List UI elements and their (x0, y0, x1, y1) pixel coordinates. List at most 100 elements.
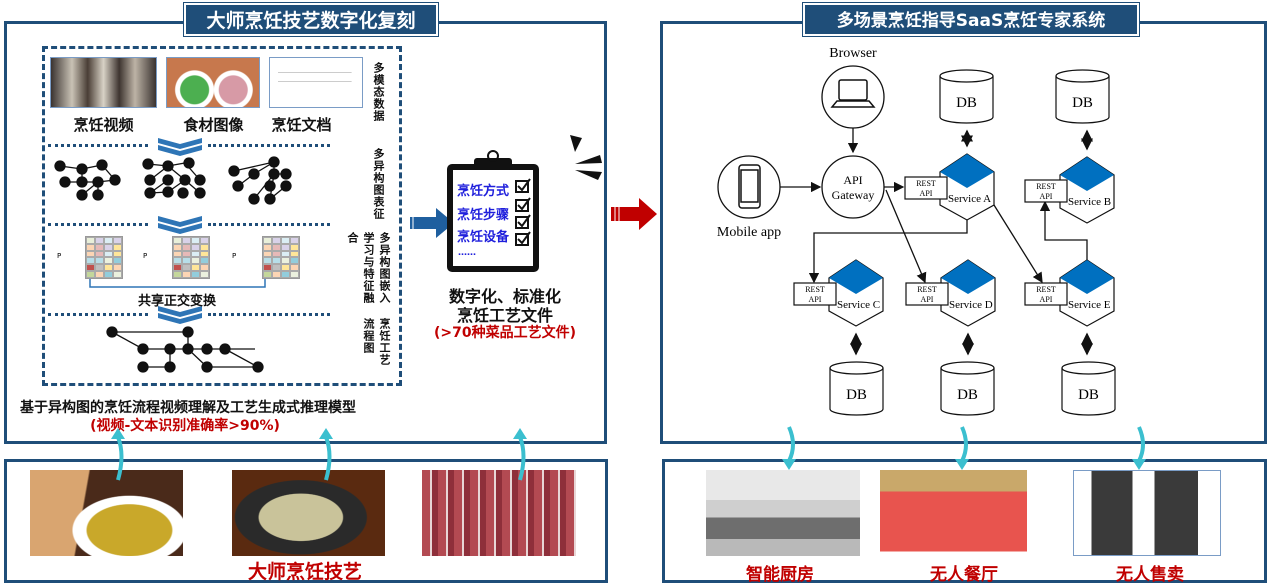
database-icon: DB (1061, 361, 1116, 416)
model-accuracy: (视频-文本识别准确率>90%) (90, 418, 280, 434)
database-icon: DB (1055, 69, 1110, 124)
teal-connector-arrows (111, 426, 1146, 481)
cooking-document-image (269, 57, 363, 108)
edge (1039, 200, 1088, 260)
feature-matrix (172, 236, 210, 279)
api-gateway-node (821, 155, 885, 219)
vending-machine-photo (1073, 470, 1221, 556)
matrix-label: P (57, 252, 62, 260)
unmanned-restaurant-caption: 无人餐厅 (930, 565, 998, 585)
browser-node (821, 65, 885, 129)
cooking-document-label: 烹饪文档 (271, 116, 332, 134)
rest-api-label: API (921, 295, 934, 304)
feature-matrix (85, 236, 123, 279)
rest-api-label: REST (916, 179, 936, 188)
left-panel-title: 大师烹饪技艺数字化复刻 (183, 2, 439, 37)
clipboard-icon (447, 135, 602, 272)
clipboard-item-steps: 烹饪步骤 (457, 208, 510, 223)
db-label: DB (957, 387, 978, 403)
cooking-video-label: 烹饪视频 (73, 116, 134, 134)
up-arrow-icon (324, 436, 332, 481)
down-arrow-icon (960, 426, 968, 462)
chevron-down-icon (158, 216, 202, 234)
rest-api-label: API (1040, 295, 1053, 304)
divider (48, 313, 148, 316)
db-label: DB (1072, 95, 1093, 111)
master-cooking-caption: 大师烹饪技艺 (247, 561, 362, 583)
chevron-down-icon (158, 138, 202, 156)
up-arrow-icon (518, 436, 526, 481)
model-title: 基于异构图的烹饪流程视频理解及工艺生成式推理模型 (20, 400, 356, 416)
divider (208, 313, 330, 316)
edge (885, 189, 927, 284)
service-diamond (1060, 260, 1114, 294)
rest-api-label: API (1040, 192, 1053, 201)
service-diamond (829, 260, 883, 294)
right-arrow-icon (611, 198, 657, 230)
model-dashed-box (42, 46, 402, 386)
down-arrow-icon (787, 426, 795, 462)
matrix-label: P (143, 252, 148, 260)
service-label: Service D (949, 299, 993, 311)
divider (48, 223, 148, 226)
db-label: DB (846, 387, 867, 403)
unmanned-restaurant-photo (880, 470, 1027, 556)
service-label: Service B (1068, 196, 1111, 208)
right-panel-title: 多场景烹饪指导SaaS烹饪专家系统 (802, 2, 1140, 37)
rest-api-label: REST (1036, 285, 1056, 294)
unmanned-vending-caption: 无人售卖 (1116, 565, 1184, 585)
db-label: DB (1078, 387, 1099, 403)
matrix-label: P (232, 252, 237, 260)
gateway-label: Gateway (832, 188, 875, 202)
service-diamond (941, 260, 995, 294)
database-icon: DB (939, 69, 994, 124)
edge (993, 204, 1043, 284)
ingredient-image (166, 57, 260, 108)
rest-api-box (905, 282, 949, 306)
divider (208, 144, 330, 147)
smart-kitchen-photo (706, 470, 860, 556)
rest-api-box (1024, 179, 1068, 203)
output-count: (>70种菜品工艺文件) (433, 325, 576, 341)
edge (808, 220, 968, 284)
wok-cooking-photo (232, 470, 385, 556)
up-arrow-icon (116, 436, 124, 481)
rest-api-label: REST (917, 285, 937, 294)
smartphone-icon (738, 164, 761, 209)
rest-api-box (904, 176, 948, 200)
service-label: Service E (1068, 299, 1111, 311)
shared-transform-label: 共享正交变换 (137, 294, 216, 309)
side-label-multimodal: 多模态数据 (372, 62, 385, 122)
rest-api-label: API (920, 189, 933, 198)
rest-api-label: API (809, 295, 822, 304)
mobile-app-label: Mobile app (717, 225, 781, 240)
chevron-down-icon (158, 306, 202, 324)
clipboard-item-method: 烹饪方式 (457, 184, 510, 199)
bottom-left-panel (4, 459, 608, 583)
side-label-graph: 多异构图表征 (372, 148, 385, 220)
feature-matrix (262, 236, 300, 279)
database-icon: DB (829, 361, 884, 416)
heterogeneous-graphs (54, 156, 292, 373)
output-title-line2: 烹饪工艺文件 (456, 306, 553, 325)
cooking-video-image (50, 57, 157, 108)
browser-label: Browser (829, 46, 877, 61)
db-label: DB (956, 95, 977, 111)
database-icon: DB (940, 361, 995, 416)
service-diamond (940, 154, 994, 188)
laptop-icon (830, 79, 876, 108)
right-arrow-icon (410, 208, 454, 238)
rest-api-box (793, 282, 837, 306)
rest-api-box (1024, 282, 1068, 306)
output-title-line1: 数字化、标准化 (448, 287, 561, 306)
pickled-vegetable-photo (30, 470, 183, 556)
service-diamond (1060, 157, 1114, 191)
rest-api-label: REST (1036, 182, 1056, 191)
down-arrow-icon (1137, 426, 1145, 462)
